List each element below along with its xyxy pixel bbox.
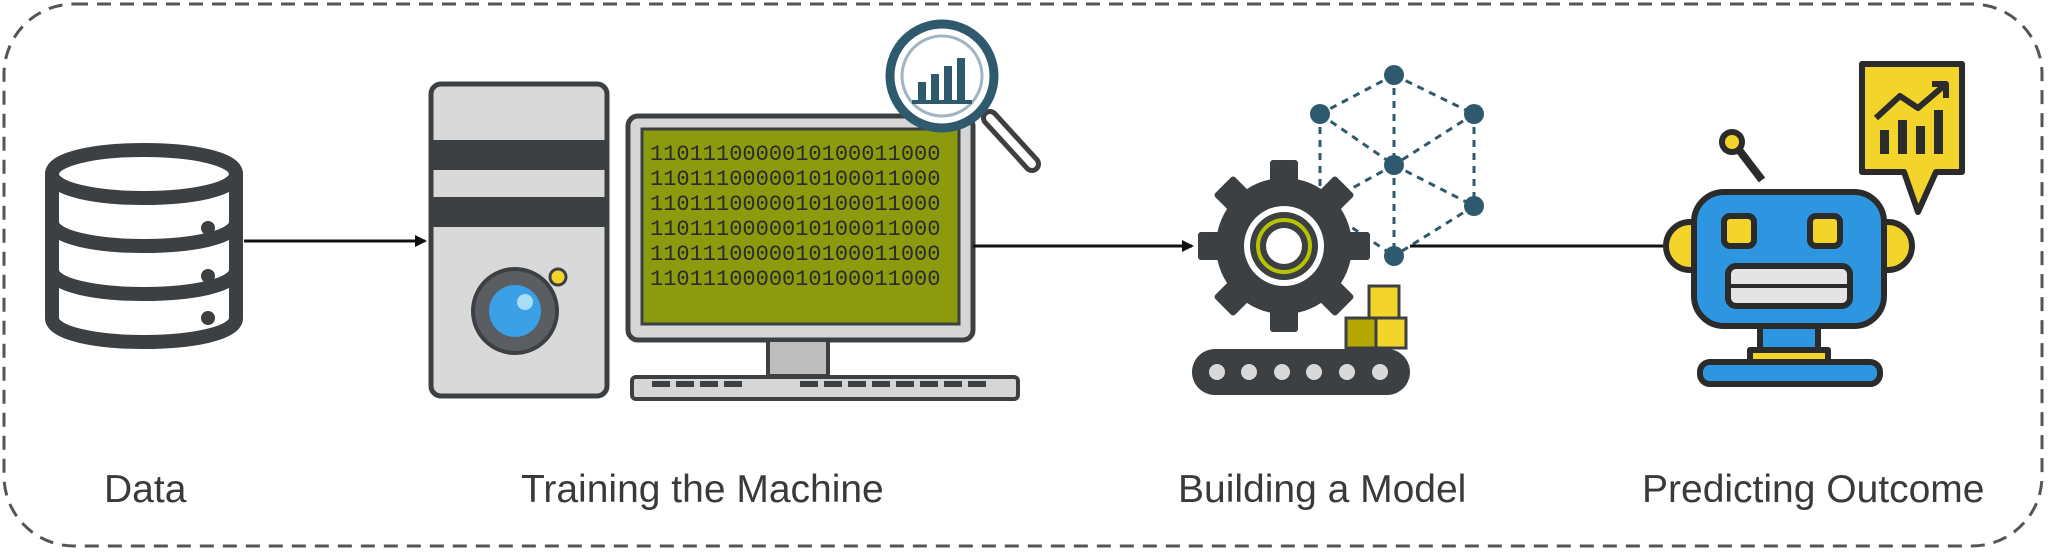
binary-line: 1101110000010100011000 [650, 142, 940, 167]
stage-label-training: Training the Machine [521, 468, 884, 511]
robot-icon [1663, 129, 1915, 387]
network-cube-icon [1310, 65, 1484, 266]
binary-line: 1101110000010100011000 [650, 217, 940, 242]
binary-line: 1101110000010100011000 [650, 192, 940, 217]
database-icon [45, 143, 243, 349]
computer-icon [428, 81, 1020, 401]
binary-line: 1101110000010100011000 [650, 267, 940, 292]
chart-speech-bubble-icon [1859, 61, 1965, 215]
stage-label-building-model: Building a Model [1178, 468, 1467, 511]
stage-label-predicting-outcome: Predicting Outcome [1642, 468, 1985, 511]
gear-conveyor-icon [1192, 160, 1410, 395]
binary-line: 1101110000010100011000 [650, 242, 940, 267]
stage-label-data: Data [104, 468, 187, 511]
magnifier-chart-icon [885, 19, 1041, 173]
binary-line: 1101110000010100011000 [650, 167, 940, 192]
screen-binary-text: 1101110000010100011000 11011100000101000… [650, 142, 940, 292]
